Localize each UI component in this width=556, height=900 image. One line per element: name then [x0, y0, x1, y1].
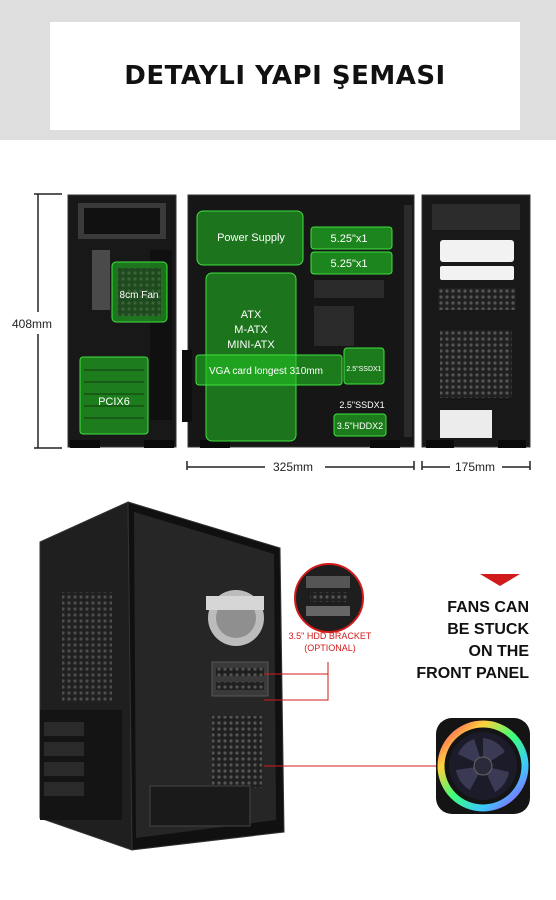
ssd-label: 2.5"SSDX1 [339, 400, 384, 410]
hdd-label: 3.5"HDDX2 [337, 421, 383, 431]
back-view [421, 194, 531, 448]
bay-zone-2 [310, 251, 393, 275]
psu-zone [196, 210, 304, 266]
hdd-bracket-label: 3.5" HDD BRACKET [289, 631, 372, 641]
pci-zone [79, 356, 149, 435]
hdd-bracket-optional: (OPTIONAL) [304, 643, 356, 653]
pci-label: PCIX6 [98, 396, 130, 408]
vga-zone [195, 354, 343, 386]
fan-zone [111, 261, 168, 323]
depth-label: 325mm [273, 460, 313, 474]
ssd-small-label: 2.5"SSDX1 [346, 366, 381, 373]
rgb-fan-icon [436, 718, 530, 814]
bay-label-1: 5.25"x1 [331, 233, 368, 245]
mb-matx-label: M-ATX [234, 324, 268, 336]
fan-label: 8cm Fan [120, 290, 159, 301]
bay-zone-1 [310, 226, 393, 250]
title-box: DETAYLI YAPI ŞEMASI [50, 22, 520, 130]
height-label: 408mm [12, 317, 52, 331]
ssd-small-zone [343, 347, 385, 385]
bay-label-2: 5.25"x1 [331, 258, 368, 270]
page-title: DETAYLI YAPI ŞEMASI [124, 61, 446, 91]
hdd-zone [333, 413, 387, 437]
fans-note-line-2: BE STUCK [447, 621, 529, 638]
width-dimension [421, 461, 531, 470]
case-3d-illustration [39, 501, 285, 851]
fans-note-line-1: FANS CAN [447, 599, 529, 616]
height-dimension [34, 193, 62, 449]
fans-note-line-4: FRONT PANEL [416, 665, 529, 682]
fans-note-line-3: ON THE [469, 643, 530, 660]
hdd-bracket-callout [264, 563, 440, 767]
depth-dimension [186, 461, 415, 470]
mb-atx-label: ATX [241, 309, 262, 321]
red-arrow-marker [480, 574, 520, 586]
psu-label: Power Supply [217, 232, 285, 244]
width-label: 175mm [455, 460, 495, 474]
vga-label: VGA card longest 310mm [209, 366, 323, 377]
mb-mini-label: MINI-ATX [227, 339, 275, 351]
